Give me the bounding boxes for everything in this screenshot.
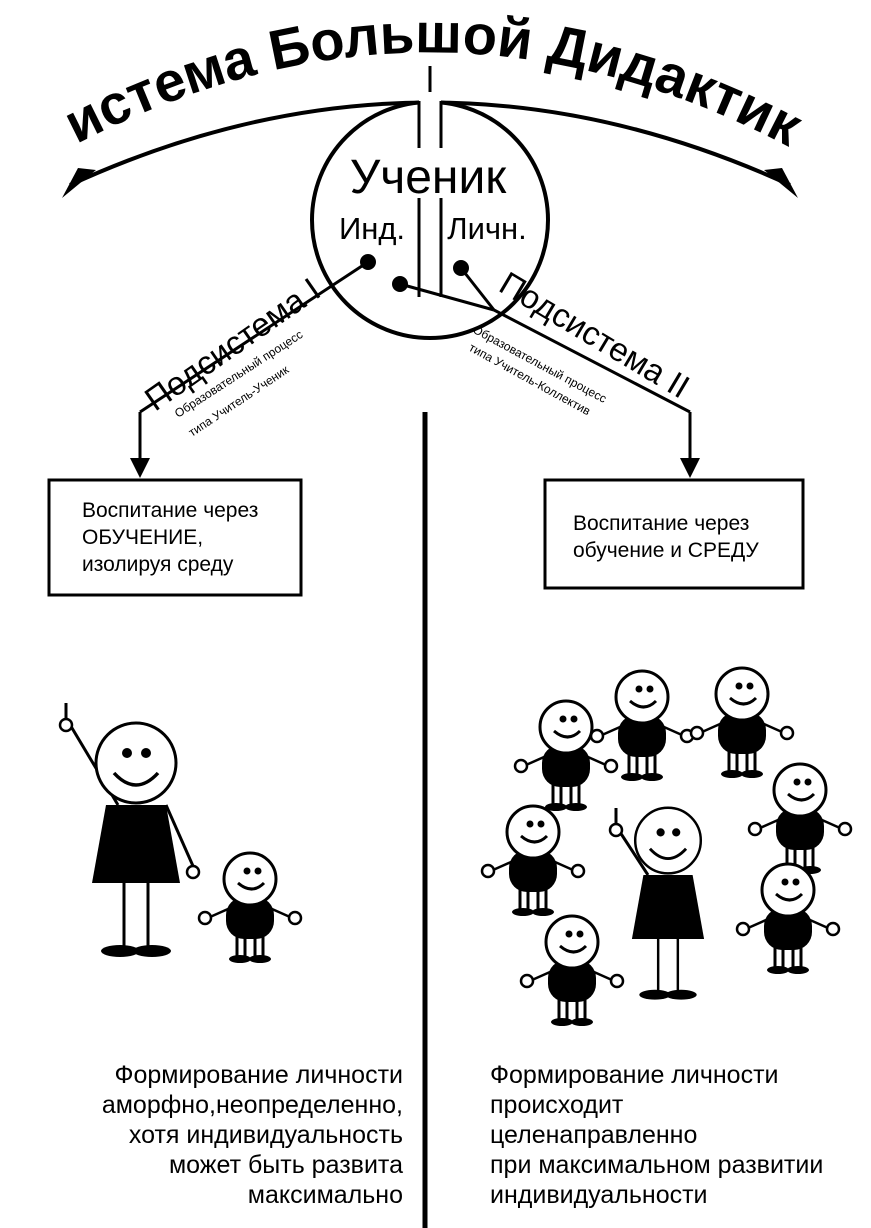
subsystem-1-result: Формирование личности аморфно,неопределе… [102, 1060, 403, 1210]
subsystem-2-box-text: Воспитание через обучение и СРЕДУ [573, 510, 759, 564]
student-icon [513, 699, 619, 813]
student-icon [689, 666, 795, 780]
box-1-line: ОБУЧЕНИЕ, [82, 526, 204, 549]
center-label: Ученик [350, 151, 508, 204]
subsystem-2-box [543, 478, 805, 590]
result-2-line: Формирование личности [490, 1061, 779, 1089]
center-left-half: Инд. [339, 211, 405, 246]
result-2-line: происходит [490, 1091, 624, 1119]
box-1-line: изолируя среду [82, 553, 234, 576]
result-1-line: хотя индивидуальность [128, 1121, 403, 1149]
box-1-line: Воспитание через [82, 499, 259, 522]
box-2-line: Воспитание через [573, 512, 750, 535]
subsystem-2-name: Подсистема II [493, 264, 696, 405]
subsystem-1-box [47, 478, 303, 597]
student-icon [747, 762, 853, 876]
teacher-icon [608, 806, 706, 1002]
student-icon [197, 851, 303, 965]
result-1-line: может быть развита [168, 1151, 403, 1179]
result-1-line: аморфно,неопределенно, [101, 1091, 403, 1119]
result-2-line: при максимальном развитии [490, 1151, 824, 1179]
result-2-line: целенаправленно [490, 1121, 698, 1149]
subsystem-1-name: Подсистема I [138, 270, 327, 417]
student-icon [735, 862, 841, 976]
result-1-line: максимально [247, 1181, 403, 1209]
subsystem-2-result: Формирование личности происходит целенап… [490, 1060, 823, 1210]
student-icon [519, 914, 625, 1028]
student-icon [480, 804, 586, 918]
center-right-half: Личн. [447, 211, 527, 246]
box-2-line: обучение и СРЕДУ [573, 539, 759, 562]
result-1-line: Формирование личности [114, 1061, 403, 1089]
result-2-line: индивидуальности [490, 1181, 708, 1209]
teacher-icon [58, 703, 201, 959]
subsystem-1-box-text: Воспитание через ОБУЧЕНИЕ, изолируя сред… [82, 497, 258, 578]
